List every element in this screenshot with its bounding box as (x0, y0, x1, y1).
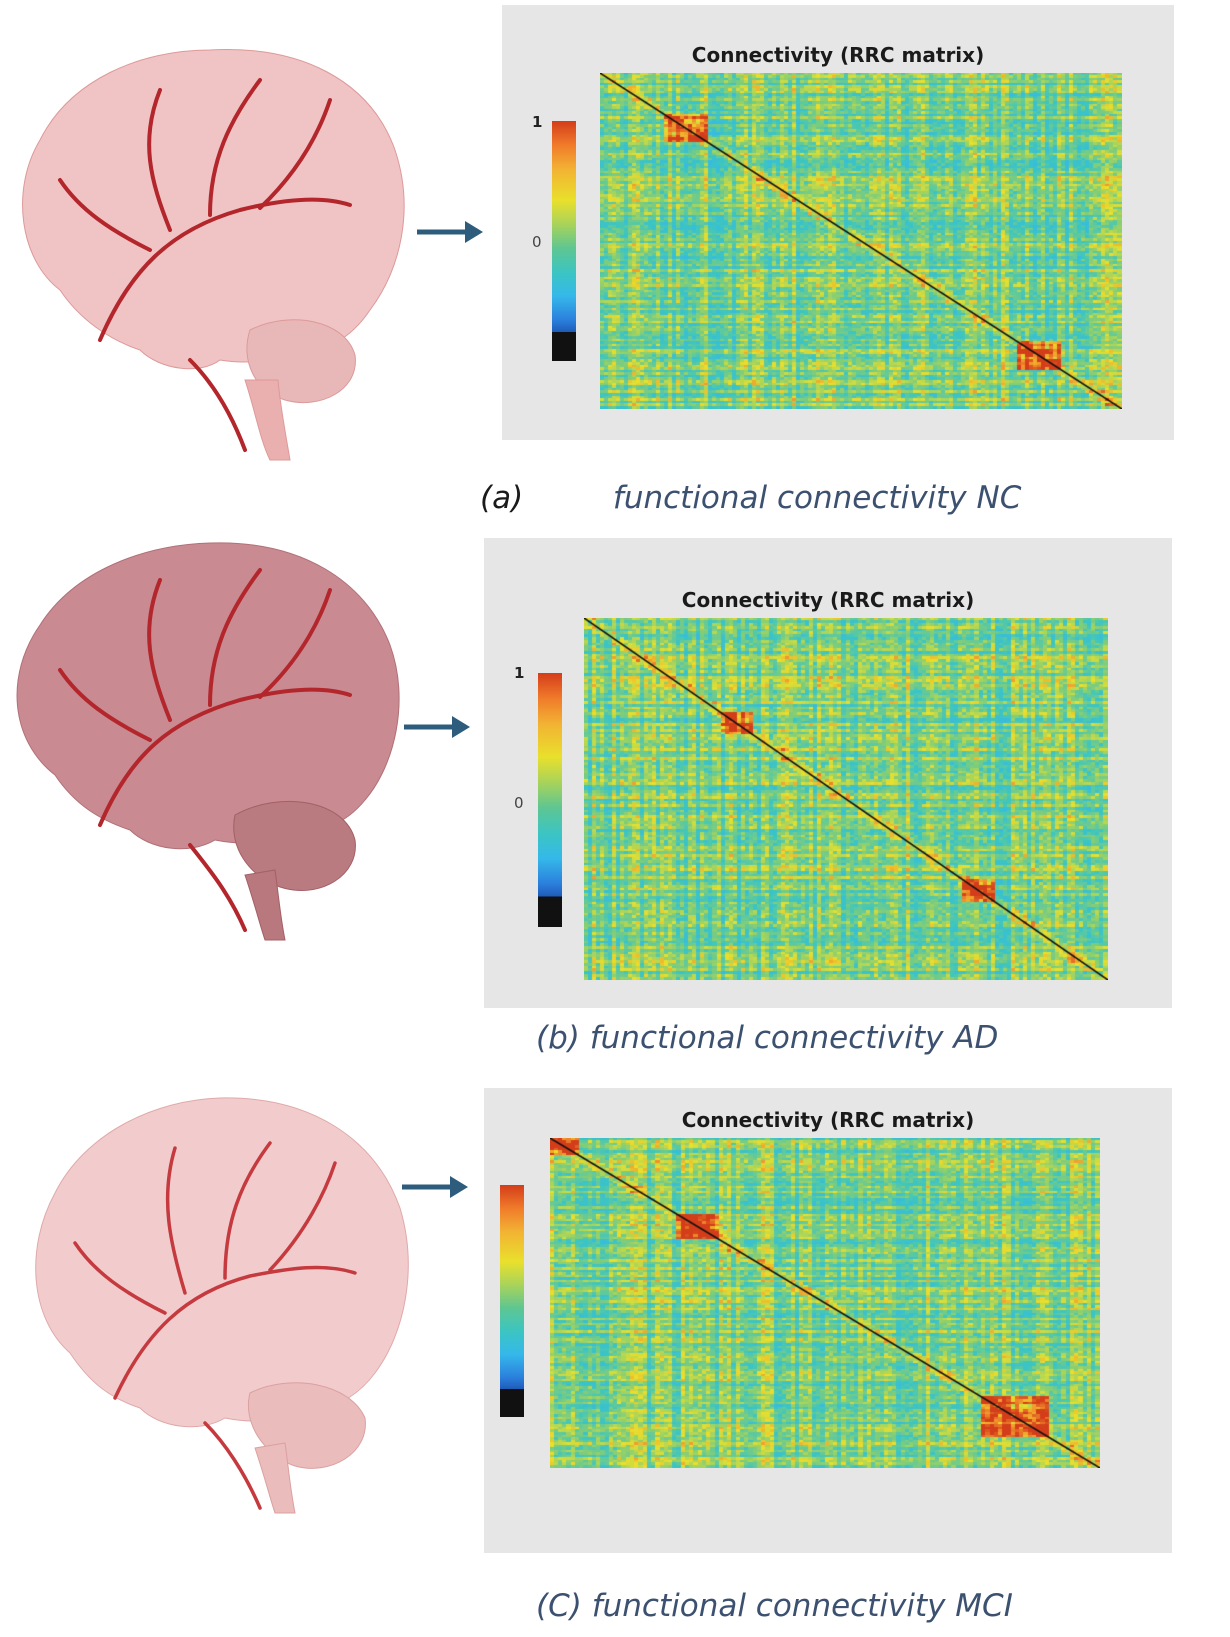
connectivity-heatmap (600, 73, 1122, 409)
colorbar-tick-1: 1 (514, 664, 525, 682)
caption-a: (a) functional connectivity NC (480, 480, 1021, 516)
caption-b: (b) functional connectivity AD (536, 1020, 998, 1056)
matrix-title: Connectivity (RRC matrix) (681, 1108, 975, 1132)
caption-text: functional connectivity MCI (591, 1588, 1013, 1624)
panel-b: Connectivity (RRC matrix) 1 0 (b) functi… (0, 520, 1230, 1060)
arrow-icon (417, 221, 483, 243)
colorbar-tick-0: 0 (514, 794, 524, 812)
colorbar (552, 121, 576, 361)
panel-c: Connectivity (RRC matrix) (C) functional… (0, 1060, 1230, 1637)
panel-a: Connectivity (RRC matrix) 1 0 (a) functi… (0, 0, 1230, 520)
caption-c: (C) functional connectivity MCI (536, 1588, 1013, 1624)
arrow-icon (404, 716, 470, 738)
connectivity-matrix-panel: Connectivity (RRC matrix) (484, 1088, 1172, 1553)
colorbar (538, 673, 562, 927)
connectivity-heatmap (584, 618, 1108, 980)
brain-illustration-nc (22, 49, 405, 461)
matrix-title: Connectivity (RRC matrix) (681, 588, 975, 612)
caption-text: functional connectivity AD (589, 1020, 999, 1056)
connectivity-heatmap (550, 1138, 1100, 1468)
colorbar-tick-0: 0 (532, 233, 542, 251)
colorbar (500, 1185, 524, 1417)
caption-letter: (b) (536, 1020, 580, 1056)
brain-illustration-ad (16, 542, 400, 941)
brain-illustration-mci (35, 1097, 409, 1514)
connectivity-matrix-panel: Connectivity (RRC matrix) 1 0 (502, 5, 1174, 440)
caption-letter: (C) (536, 1588, 582, 1624)
connectivity-matrix-panel: Connectivity (RRC matrix) 1 0 (484, 538, 1172, 1008)
matrix-title: Connectivity (RRC matrix) (691, 43, 985, 67)
arrow-icon (402, 1176, 468, 1198)
caption-letter: (a) (480, 480, 524, 516)
caption-text: functional connectivity NC (612, 480, 1022, 516)
colorbar-tick-1: 1 (532, 113, 543, 131)
